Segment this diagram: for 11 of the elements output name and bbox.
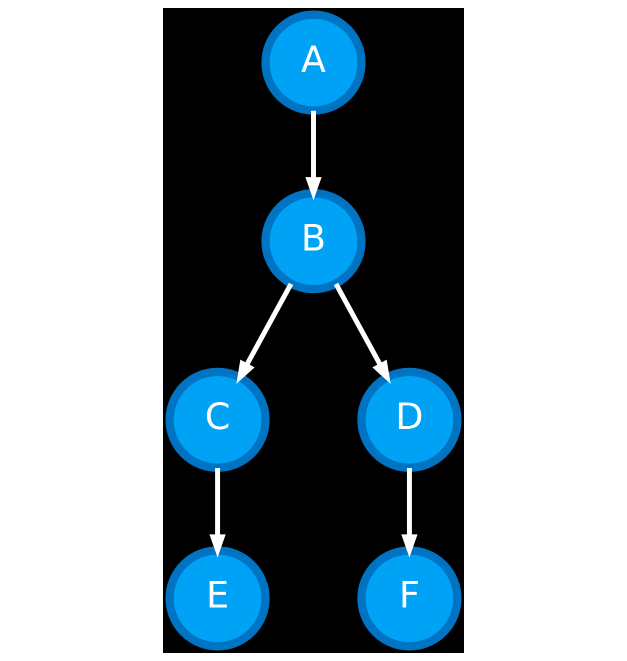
- node-circle: A: [261, 10, 366, 115]
- node-circle: E: [165, 546, 270, 651]
- arrow: [401, 468, 418, 558]
- node-circle: F: [357, 546, 462, 651]
- arrow: [209, 468, 226, 558]
- arrow: [305, 110, 322, 200]
- node-circle: C: [165, 368, 270, 472]
- arrow: [236, 282, 294, 384]
- arrow: [334, 282, 391, 384]
- node-circle: B: [261, 189, 366, 294]
- node-circle: D: [357, 368, 462, 472]
